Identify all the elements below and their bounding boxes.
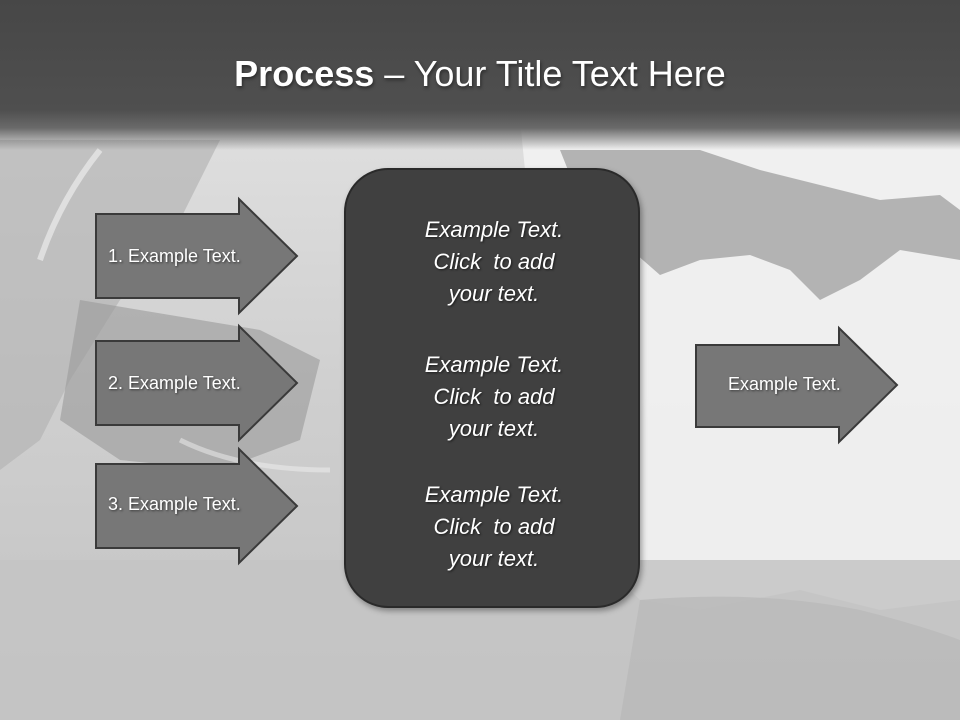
center-text-line: your text. [448, 281, 540, 306]
arrow-shape [95, 446, 299, 566]
title-rest-text: – Your Title Text Here [374, 53, 726, 94]
center-text-line: your text. [448, 546, 540, 571]
left-arrow-2-label: 2. Example Text. [108, 373, 241, 393]
center-text-line: Example Text. [424, 482, 564, 507]
center-text-block-2: Example Text. Click to add your text. [346, 349, 642, 445]
center-text-line: Click to add [433, 514, 555, 539]
left-arrow-2[interactable]: 2. Example Text. [95, 323, 300, 443]
center-text-box[interactable]: Example Text. Click to add your text. Ex… [344, 168, 640, 608]
right-arrow[interactable]: Example Text. [695, 325, 900, 445]
left-arrow-3[interactable]: 3. Example Text. [95, 446, 300, 566]
center-text-block-1: Example Text. Click to add your text. [346, 214, 642, 310]
left-arrow-1[interactable]: 1. Example Text. [95, 196, 300, 316]
center-text-line: Example Text. [424, 217, 564, 242]
center-text-line: Example Text. [424, 352, 564, 377]
center-text-line: your text. [448, 416, 540, 441]
arrow-shape [695, 325, 899, 445]
center-text-block-3: Example Text. Click to add your text. [346, 479, 642, 575]
arrow-shape [95, 196, 299, 316]
left-arrow-1-label: 1. Example Text. [108, 246, 241, 266]
center-text-line: Click to add [433, 384, 555, 409]
arrow-shape [95, 323, 299, 443]
center-text-line: Click to add [433, 249, 555, 274]
left-arrow-3-label: 3. Example Text. [108, 494, 241, 514]
right-arrow-label: Example Text. [728, 374, 841, 394]
title-bar [0, 0, 960, 150]
title-bold-text: Process [234, 53, 375, 94]
slide-title[interactable]: Process – Your Title Text Here [0, 52, 960, 96]
